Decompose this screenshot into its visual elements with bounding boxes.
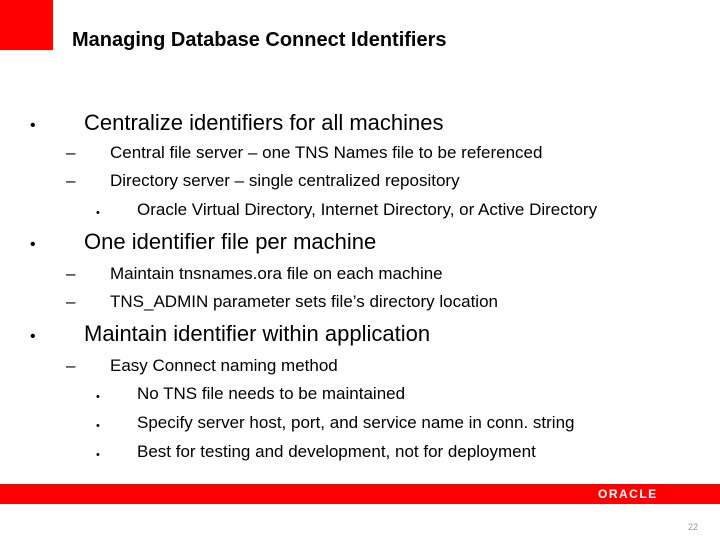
bullet-text: One identifier file per machine bbox=[84, 229, 377, 254]
footer-red-bar bbox=[0, 484, 720, 504]
page-number: 22 bbox=[688, 522, 699, 532]
bullet-text: TNS_ADMIN parameter sets file’s director… bbox=[110, 292, 498, 311]
dash-marker: – bbox=[66, 356, 76, 375]
bullet-text: Maintain tnsnames.ora file on each machi… bbox=[110, 264, 443, 283]
bullet-text: Centralize identifiers for all machines bbox=[84, 110, 444, 135]
bullet-marker: • bbox=[96, 391, 100, 403]
header-red-block bbox=[0, 0, 53, 50]
bullet-text: Directory server – single centralized re… bbox=[110, 171, 460, 190]
bullet-marker: • bbox=[30, 236, 36, 253]
bullet-text: Central file server – one TNS Names file… bbox=[110, 143, 543, 162]
bullet-text: Best for testing and development, not fo… bbox=[137, 442, 536, 461]
dash-marker: – bbox=[66, 292, 76, 311]
oracle-logo: ORACLE bbox=[598, 487, 658, 501]
bullet-marker: • bbox=[30, 117, 36, 134]
bullet-marker: • bbox=[96, 449, 100, 461]
dash-marker: – bbox=[66, 171, 76, 190]
bullet-text: Easy Connect naming method bbox=[110, 356, 338, 375]
bullet-text: Oracle Virtual Directory, Internet Direc… bbox=[137, 200, 598, 219]
bullet-text: Specify server host, port, and service n… bbox=[137, 413, 575, 432]
bullet-marker: • bbox=[96, 207, 100, 219]
slide-title: Managing Database Connect Identifiers bbox=[72, 29, 447, 51]
dash-marker: – bbox=[66, 264, 76, 283]
bullet-text: No TNS file needs to be maintained bbox=[137, 384, 406, 403]
bullet-text: Maintain identifier within application bbox=[84, 321, 431, 346]
bullet-marker: • bbox=[96, 420, 100, 432]
bullet-marker: • bbox=[30, 328, 36, 345]
dash-marker: – bbox=[66, 143, 76, 162]
